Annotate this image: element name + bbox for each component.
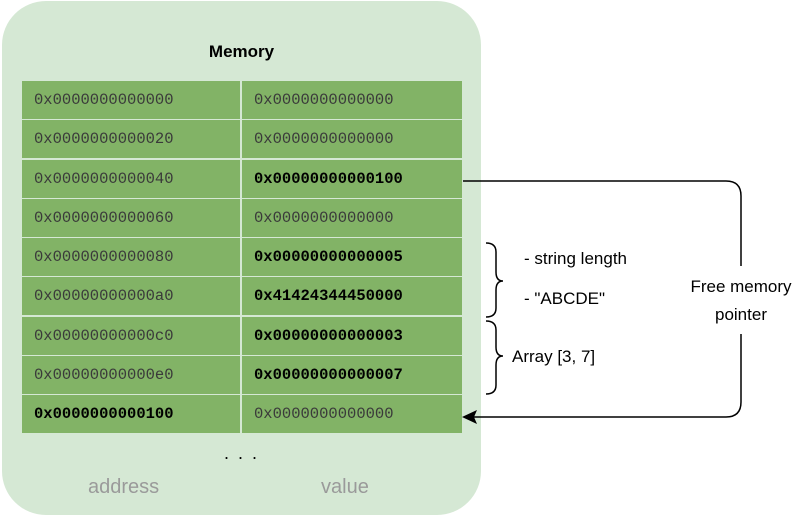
ellipsis: . . . — [223, 443, 259, 463]
address-cell: 0x0000000000020 — [22, 120, 240, 159]
value-cell: 0x41424344450000 — [242, 277, 462, 316]
free-memory-pointer-line1: Free memory — [690, 277, 792, 296]
value-cell: 0x00000000000005 — [242, 238, 462, 277]
value-column-label: value — [321, 476, 369, 498]
address-cell: 0x00000000000c0 — [22, 316, 240, 355]
address-cell: 0x00000000000e0 — [22, 356, 240, 395]
address-cell: 0x0000000000100 — [22, 395, 240, 434]
address-column-label: address — [88, 476, 160, 498]
address-cell: 0x0000000000060 — [22, 198, 240, 237]
array-brace — [485, 320, 504, 395]
string-value-annotation: - "ABCDE" — [524, 289, 606, 308]
free-memory-pointer-line2: pointer — [715, 305, 767, 324]
address-cell: 0x00000000000a0 — [22, 277, 240, 316]
value-cell: 0x0000000000000 — [242, 395, 462, 434]
string-brace — [485, 242, 504, 318]
string-length-annotation: - string length — [524, 249, 627, 268]
address-cell: 0x0000000000000 — [22, 81, 240, 119]
value-cell: 0x0000000000000 — [242, 198, 462, 237]
address-cell: 0x0000000000040 — [22, 159, 240, 198]
value-cell: 0x00000000000100 — [242, 159, 462, 198]
free-memory-pointer-label: Free memory pointer — [676, 277, 800, 325]
address-cell: 0x0000000000080 — [22, 238, 240, 277]
array-annotation: Array [3, 7] — [512, 347, 596, 366]
value-cell: 0x0000000000000 — [242, 81, 462, 119]
free-memory-pointer-arrow — [463, 180, 742, 266]
value-cell: 0x0000000000000 — [242, 120, 462, 159]
value-cell: 0x00000000000007 — [242, 356, 462, 395]
value-cell: 0x00000000000003 — [242, 316, 462, 355]
memory-title: Memory — [208, 42, 275, 61]
arrow-head-icon — [462, 410, 477, 424]
